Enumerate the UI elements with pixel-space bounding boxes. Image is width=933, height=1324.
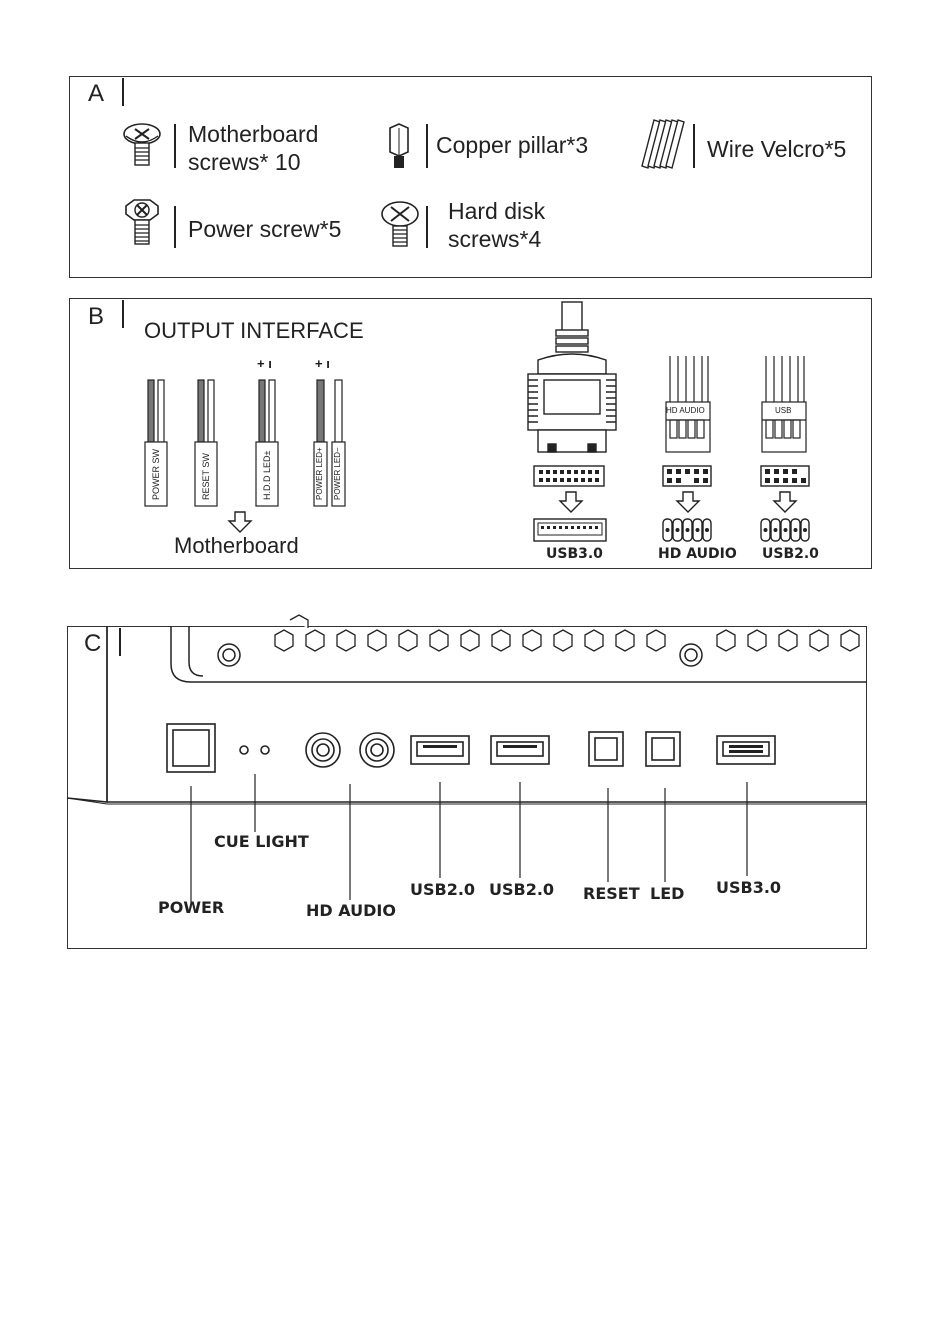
hd-audio-callout: HD AUDIO [306, 901, 396, 920]
hdd-led-lead-label: H.D.D LED± [262, 451, 272, 500]
motherboard-destination-label: Motherboard [174, 533, 299, 559]
section-a-divider [122, 78, 124, 106]
usb30-callout: USB3.0 [716, 878, 781, 897]
copper-pillar-label: Copper pillar*3 [436, 131, 588, 159]
item-divider [693, 124, 695, 168]
power-callout: POWER [158, 898, 224, 917]
cue-light-callout: CUE LIGHT [214, 832, 309, 851]
usb2-connector-label: USB2.0 [762, 546, 819, 562]
arrow-down-icon [558, 491, 584, 513]
power-led-minus-lead-label: POWER LED− [333, 447, 342, 500]
usb3-port-icon [533, 518, 607, 542]
wire-velcro-label: Wire Velcro*5 [707, 135, 846, 163]
usb2-header-icon [760, 465, 810, 487]
power-screw-icon [120, 198, 164, 248]
power-screw-label: Power screw*5 [188, 215, 341, 243]
hd-audio-plug-icon [664, 354, 712, 454]
wire-velcro-icon [638, 118, 686, 170]
usb20-callout-2: USB2.0 [489, 880, 554, 899]
motherboard-screw-icon [120, 122, 164, 170]
hard-disk-screw-icon [380, 200, 420, 250]
power-sw-lead-label: POWER SW [151, 449, 161, 500]
section-b-letter: B [88, 303, 104, 331]
hdd-led-polarity: + ı [257, 356, 272, 371]
hd-audio-connector-label: HD AUDIO [658, 546, 737, 562]
usb3-plug-icon [524, 300, 620, 460]
section-a-letter: A [88, 80, 104, 108]
item-divider [174, 124, 176, 168]
section-b-divider [122, 300, 124, 328]
hard-disk-screws-label-1: Hard disk [448, 197, 545, 225]
front-panel-drawing [67, 626, 867, 826]
item-divider [174, 206, 176, 248]
hd-audio-port-icon [662, 518, 712, 542]
hd-audio-header-icon [662, 465, 712, 487]
usb2-port-icon [760, 518, 810, 542]
arrow-down-icon [227, 511, 253, 533]
hd-audio-plug-label: HD AUDIO [666, 406, 705, 415]
arrow-down-icon [772, 491, 798, 513]
output-interface-title: OUTPUT INTERFACE [144, 318, 364, 344]
usb-plug-label: USB [775, 406, 791, 415]
arrow-down-icon [675, 491, 701, 513]
reset-callout: RESET [583, 884, 640, 903]
motherboard-screws-label-2: screws* 10 [188, 148, 300, 176]
reset-sw-lead-label: RESET SW [201, 453, 211, 500]
usb3-header-icon [533, 465, 605, 487]
item-divider [426, 206, 428, 248]
power-led-plus-lead-label: POWER LED+ [315, 447, 324, 500]
usb20-callout-1: USB2.0 [410, 880, 475, 899]
usb3-connector-label: USB3.0 [546, 546, 603, 562]
front-panel-leads [140, 376, 360, 508]
motherboard-screws-label-1: Motherboard [188, 120, 318, 148]
led-callout: LED [650, 884, 684, 903]
item-divider [426, 124, 428, 168]
hard-disk-screws-label-2: screws*4 [448, 225, 541, 253]
copper-pillar-icon [386, 122, 412, 172]
usb2-plug-icon [760, 354, 808, 454]
power-led-polarity: + ı [315, 356, 330, 371]
